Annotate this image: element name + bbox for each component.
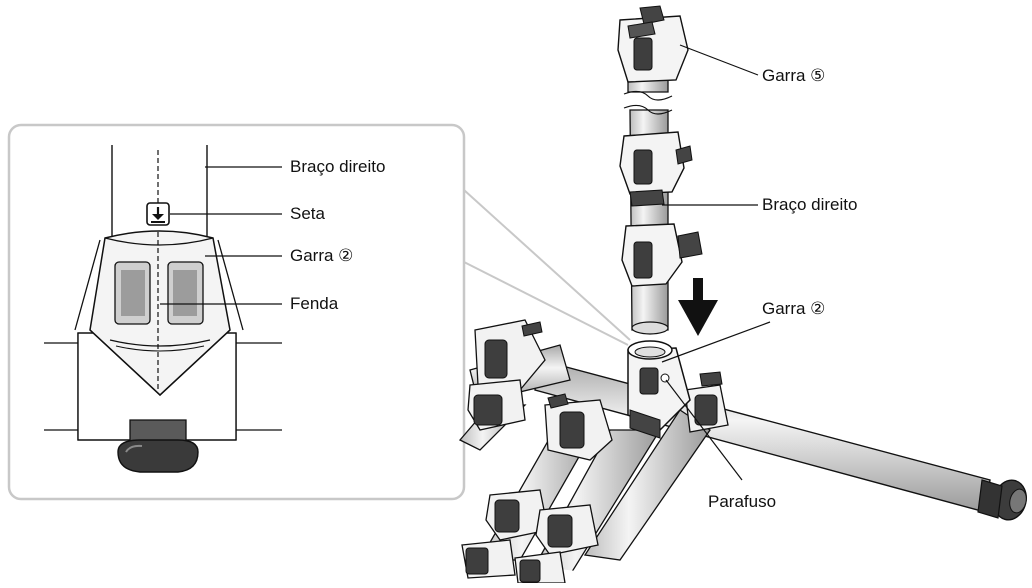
leader-clamp2-main — [661, 321, 771, 363]
label-screw-main: Parafuso — [708, 492, 777, 511]
detail-arrow-marker-icon — [146, 202, 170, 226]
main-arm-lower-clamp — [621, 223, 703, 287]
label-right-arm-main: Braço direito — [762, 195, 858, 214]
label-clamp-detail: Garra ② — [290, 246, 354, 265]
detail-thumb-screw — [117, 419, 199, 473]
zoom-guide-line-upper — [463, 189, 631, 341]
detail-panel-frame — [7, 123, 466, 501]
main-arm-middle-clamp — [619, 131, 693, 207]
main-clamp-5 — [617, 5, 689, 83]
label-clamp2-main: Garra ② — [762, 299, 826, 318]
main-insert-arrow-icon — [678, 278, 718, 336]
main-screw-icon — [660, 373, 670, 383]
label-clamp5-main: Garra ⑤ — [762, 66, 826, 85]
zoom-guide-line-lower — [463, 261, 629, 346]
main-leg-clamps — [461, 319, 729, 584]
main-clamp-2 — [627, 340, 691, 439]
detail-panel — [7, 123, 631, 501]
leader-clamp5-main — [679, 44, 759, 76]
leader-screw-main — [665, 379, 743, 481]
main-view — [440, 5, 1027, 584]
label-slot-detail: Fenda — [290, 294, 339, 313]
label-arrow-detail: Seta — [290, 204, 325, 223]
label-right-arm-detail: Braço direito — [290, 157, 386, 176]
